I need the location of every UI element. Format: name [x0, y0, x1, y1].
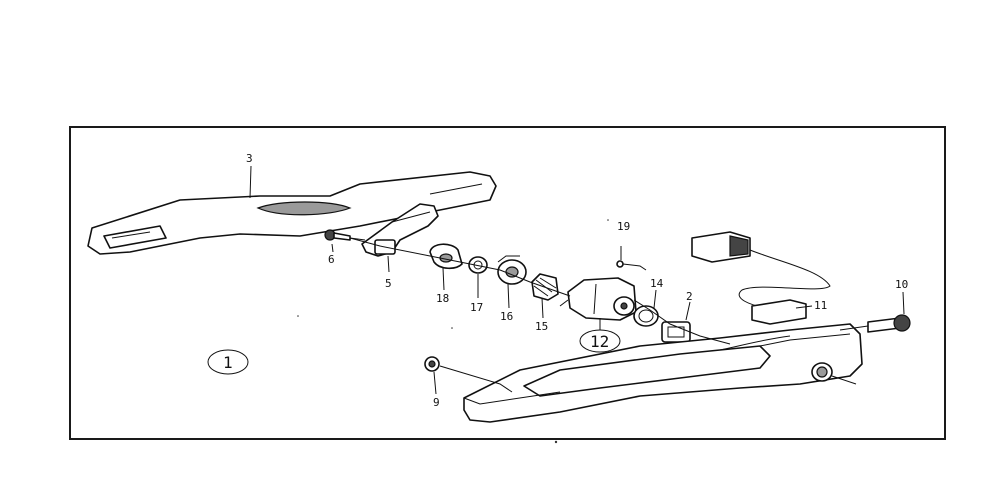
callout-10: 10: [895, 278, 908, 291]
callout-5: 5: [385, 277, 392, 290]
part-19-screw: [616, 260, 647, 271]
part-6-screw: [324, 229, 366, 241]
callout-16: 16: [500, 310, 513, 323]
part-3-plate: [87, 171, 497, 255]
assembly-lines: [349, 237, 869, 393]
callout-labels: 3 6 5 18 17 16 15 19 14 2 11 10 9: [246, 152, 908, 409]
callout-1-circled: 1: [207, 349, 249, 375]
part-12-lock-cylinder: [559, 277, 637, 321]
callout-17: 17: [470, 301, 483, 314]
part-9-nut: [424, 356, 440, 372]
callout-9: 9: [433, 396, 440, 409]
callout-12-circled: 12: [579, 329, 621, 353]
diagram-frame: [69, 126, 946, 440]
part-18: [429, 243, 463, 270]
scan-specks: [297, 219, 609, 444]
part-14-oring: [633, 305, 659, 327]
callout-6: 6: [328, 253, 335, 266]
part-17-ring: [468, 256, 488, 274]
callout-19: 19: [617, 220, 630, 233]
callout-15: 15: [535, 320, 548, 333]
callout-14: 14: [650, 277, 664, 290]
leader-lines: [249, 165, 905, 395]
callout-3: 3: [246, 152, 253, 165]
callout-18: 18: [436, 292, 449, 305]
part-5-lever: [361, 203, 439, 257]
callout-12: 12: [590, 332, 609, 351]
callout-11: 11: [814, 299, 827, 312]
callout-2: 2: [686, 290, 693, 303]
part-11-switch: [691, 231, 831, 325]
part-2-gasket: [661, 321, 691, 343]
part-16: [497, 255, 527, 285]
callout-1: 1: [223, 353, 233, 372]
lower-handle: [463, 323, 863, 423]
part-10-bolt: [867, 314, 911, 333]
